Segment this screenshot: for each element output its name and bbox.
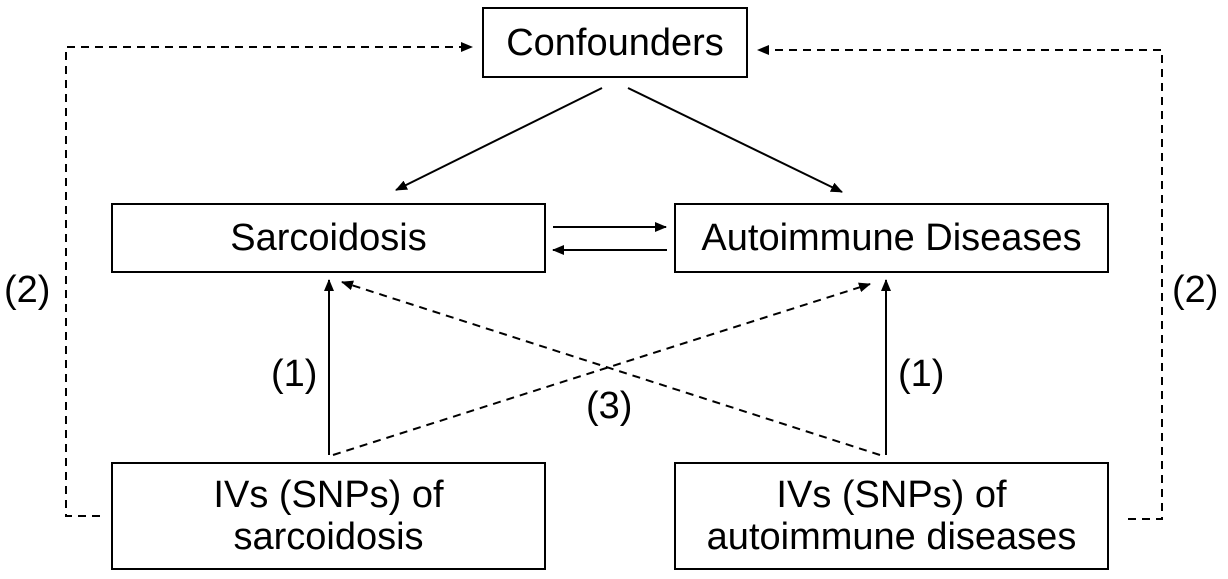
confounders-to-autoimmune-arrow — [627, 87, 843, 193]
ivs-autoimmune-label-line2: autoimmune diseases — [706, 516, 1077, 558]
sarcoidosis-box: Sarcoidosis — [111, 203, 546, 273]
path-2-label-right: (2) — [1172, 269, 1219, 311]
path-1-label-left: (1) — [271, 353, 318, 395]
autoimmune-diseases-label: Autoimmune Diseases — [701, 217, 1082, 259]
path-3-label: (3) — [586, 385, 633, 427]
sarcoidosis-label: Sarcoidosis — [230, 217, 427, 259]
autoimmune-diseases-box: Autoimmune Diseases — [674, 203, 1109, 273]
confounders-label: Confounders — [506, 21, 724, 64]
ivs-autoimmune-label-line1: IVs (SNPs) of — [776, 474, 1007, 516]
ivs-autoimmune-to-sarcoidosis-dashed-arrow — [341, 280, 881, 456]
ivs-autoimmune-to-confounders-dashed-arrow — [757, 45, 1163, 520]
ivs-autoimmune-box: IVs (SNPs) of autoimmune diseases — [674, 462, 1109, 570]
ivs-sarcoidosis-label-line1: IVs (SNPs) of — [213, 474, 444, 516]
path-1-label-right: (1) — [898, 353, 945, 395]
path-2-label-left: (2) — [4, 269, 51, 311]
ivs-sarcoidosis-box: IVs (SNPs) of sarcoidosis — [111, 462, 546, 570]
confounders-box: Confounders — [482, 7, 748, 78]
ivs-sarcoidosis-to-confounders-dashed-arrow — [65, 42, 473, 517]
confounders-to-sarcoidosis-arrow — [395, 87, 603, 191]
ivs-sarcoidosis-to-autoimmune-dashed-arrow — [332, 282, 871, 456]
ivs-sarcoidosis-label-line2: sarcoidosis — [233, 516, 424, 558]
